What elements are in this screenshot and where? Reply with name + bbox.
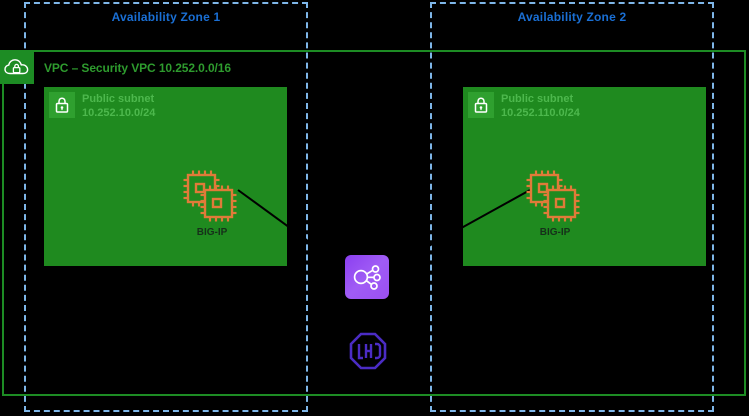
- bigip-az1-label: BIG-IP: [196, 227, 228, 238]
- availability-zone-1-label: Availability Zone 1: [111, 10, 221, 24]
- lock-icon: [49, 92, 75, 118]
- public-subnet-az2-cidr: 10.252.110.0/24: [501, 107, 580, 119]
- chip-pair-icon: [524, 170, 586, 226]
- lock-icon: [468, 92, 494, 118]
- public-subnet-az1-cidr: 10.252.10.0/24: [82, 107, 156, 119]
- availability-zone-2-label: Availability Zone 2: [517, 10, 627, 24]
- public-subnet-az1-title: Public subnet: [82, 93, 155, 105]
- public-subnet-az1-box[interactable]: Public subnet 10.252.10.0/24: [44, 87, 287, 266]
- transit-gateway-icon[interactable]: [348, 331, 388, 371]
- vpc-title: VPC – Security VPC 10.252.0.0/16: [44, 61, 231, 75]
- gateway-load-balancer-icon[interactable]: [345, 255, 389, 299]
- bigip-device-az2[interactable]: BIG-IP: [524, 170, 586, 238]
- vpc-cloud-lock-icon: [0, 50, 34, 84]
- chip-pair-icon: [181, 170, 243, 226]
- public-subnet-az2-title: Public subnet: [501, 93, 574, 105]
- bigip-device-az1[interactable]: BIG-IP: [181, 170, 243, 238]
- vpc-box[interactable]: [2, 50, 746, 396]
- bigip-az2-label: BIG-IP: [539, 227, 571, 238]
